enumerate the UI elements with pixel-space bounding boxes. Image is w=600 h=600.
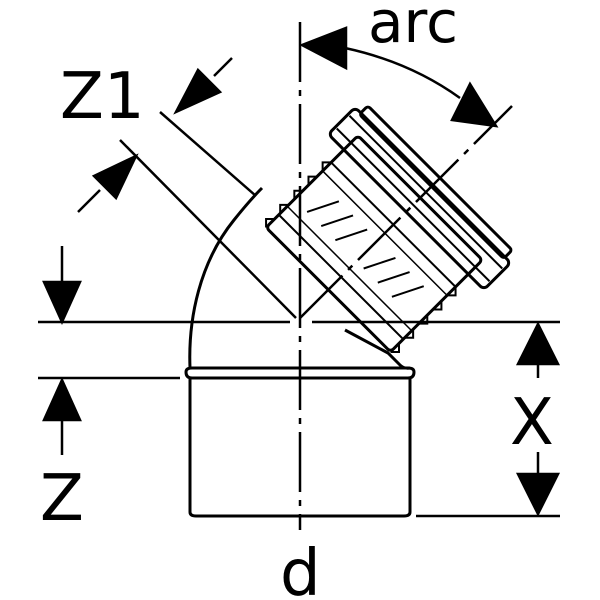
- bend-inner-curve: [344, 328, 411, 370]
- bend-outer-curve: [188, 186, 264, 369]
- dimension-lines: [38, 111, 560, 518]
- z1-label: Z1: [60, 60, 145, 134]
- center-lines: [298, 22, 513, 530]
- x-dimension: [515, 321, 561, 517]
- z1-dimension: [77, 57, 233, 213]
- x-label: X: [510, 386, 554, 460]
- z-dimension: [42, 246, 82, 455]
- d-label: d: [280, 537, 321, 600]
- arc-label: arc: [368, 0, 458, 56]
- z-label: Z: [40, 462, 84, 536]
- arc-dimension: [298, 26, 499, 128]
